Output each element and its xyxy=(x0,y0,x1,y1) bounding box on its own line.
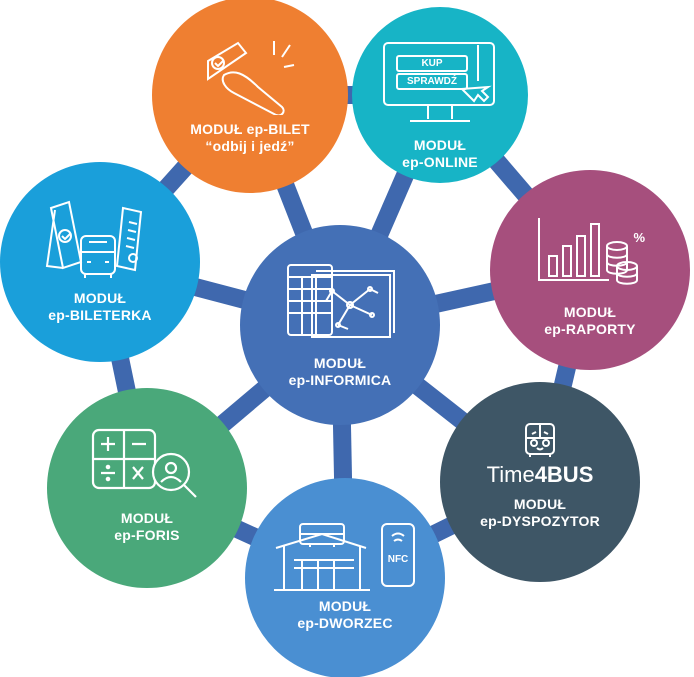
module-label-line1: MODUŁ ep-BILET xyxy=(190,121,310,137)
nfc-label: NFC xyxy=(387,554,409,565)
module-label-line1: MODUŁ xyxy=(513,496,567,512)
station-icon: NFC xyxy=(270,520,420,592)
module-label-line1: MODUŁ xyxy=(413,137,467,153)
module-label-line2: “odbij i jedź” xyxy=(205,138,295,154)
module-label-line2: ep-RAPORTY xyxy=(544,321,636,337)
module-label-line1: MODUŁ xyxy=(73,290,127,306)
ticket-machine-bus-icon xyxy=(45,200,143,278)
module-ep-online[interactable]: KUP SPRAWDŹ MODUŁ ep-ONLINE xyxy=(352,7,528,183)
module-label-line2: ep-INFORMICA xyxy=(288,372,392,388)
module-ep-foris[interactable]: MODUŁ ep-FORIS xyxy=(47,388,247,588)
module-ep-bileterka[interactable]: MODUŁ ep-BILETERKA xyxy=(0,162,200,362)
calculator-search-icon xyxy=(91,428,197,498)
module-label-line2: ep-ONLINE xyxy=(402,154,478,170)
module-ep-raporty[interactable]: % MODUŁ ep-RAPORTY xyxy=(490,170,690,370)
percent-sign: % xyxy=(633,230,645,245)
module-ep-dworzec[interactable]: NFC MODUŁ ep-DWORZEC xyxy=(245,478,445,677)
module-label-line1: MODUŁ xyxy=(318,598,372,614)
time4bus-logo: Time4BUS xyxy=(486,462,594,487)
module-label-line2: ep-BILETERKA xyxy=(48,307,152,323)
module-label-line1: MODUŁ xyxy=(313,355,367,371)
module-label-line2: ep-DYSPOZYTOR xyxy=(480,513,600,529)
buy-button: KUP xyxy=(396,55,468,72)
module-label-line1: MODUŁ xyxy=(563,304,617,320)
bus-face-icon xyxy=(525,423,555,457)
module-ep-dyspozytor[interactable]: Time4BUS MODUŁ ep-DYSPOZYTOR xyxy=(440,382,640,582)
monitor-buy-icon: KUP SPRAWDŹ xyxy=(382,41,498,131)
contactless-ticket-icon xyxy=(207,41,295,115)
module-label-line2: ep-FORIS xyxy=(114,527,180,543)
network-documents-icon xyxy=(287,264,395,338)
module-label-line1: MODUŁ xyxy=(120,510,174,526)
module-label-line2: ep-DWORZEC xyxy=(297,615,393,631)
module-ep-informica[interactable]: MODUŁ ep-INFORMICA xyxy=(240,225,440,425)
module-ep-bilet[interactable]: MODUŁ ep-BILET “odbij i jedź” xyxy=(152,0,348,193)
bar-chart-coins-icon: % xyxy=(535,216,645,288)
check-button: SPRAWDŹ xyxy=(396,73,468,90)
